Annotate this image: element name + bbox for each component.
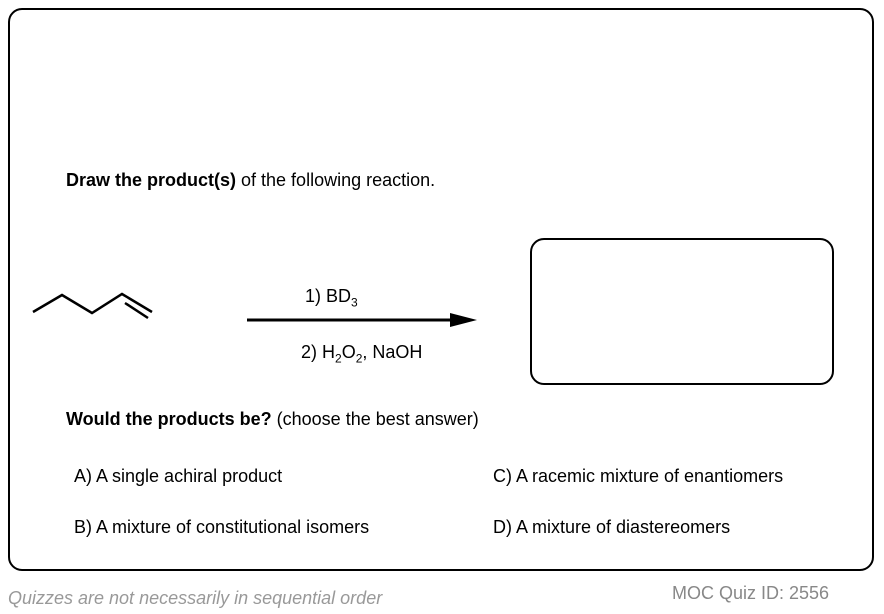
answer-drawing-box[interactable] [530,238,834,385]
quiz-id: MOC Quiz ID: 2556 [672,583,830,603]
question-text: Draw the product(s) of the following rea… [66,170,435,191]
arrow-head [450,313,477,327]
quiz-card [8,8,874,571]
option-a[interactable]: A) A single achiral product [74,466,283,486]
prompt-text: Would the products be? (choose the best … [66,409,479,429]
question-rest: of the following reaction. [236,170,436,190]
option-d[interactable]: D) A mixture of diastereomers [493,517,731,537]
option-c[interactable]: C) A racemic mixture of enantiomers [493,466,784,486]
option-b[interactable]: B) A mixture of constitutional isomers [74,517,370,537]
question-bold: Draw the product(s) [66,170,237,190]
reagent-step1: 1) BD3 [305,286,358,310]
reagent-step2: 2) H2O2, NaOH [301,342,423,366]
double-bond-line [124,301,149,320]
footer-note: Quizzes are not necessarily in sequentia… [8,588,383,608]
alkene-structure [32,292,153,315]
